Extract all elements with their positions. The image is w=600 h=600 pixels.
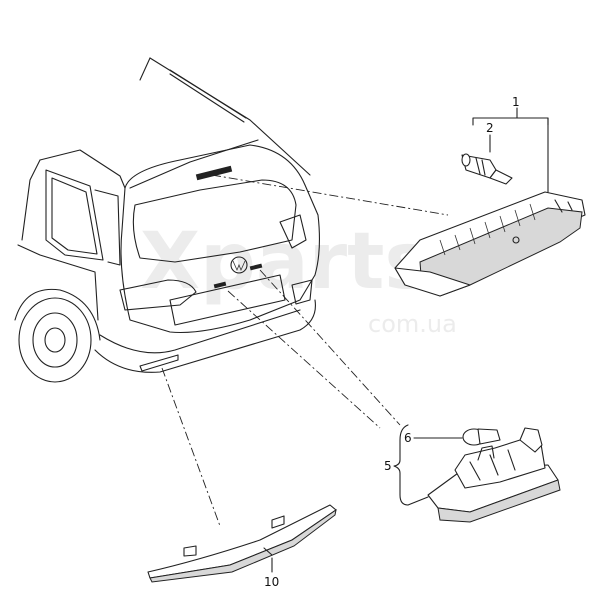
- callout-5-label: 5: [384, 459, 392, 473]
- watermark-brand: Xparts: [140, 217, 431, 307]
- watermark-domain: com.ua: [368, 310, 457, 338]
- brake-light-housing-icon: [394, 191, 586, 297]
- wedge-bulb-icon: [462, 428, 501, 446]
- callout-2-label: 2: [486, 121, 494, 135]
- license-plate-lamp-icon: [427, 427, 561, 523]
- callout-1-bracket: [472, 107, 549, 193]
- callout-6-label: 6: [404, 431, 412, 445]
- bulb-icon: [461, 153, 513, 185]
- vw-van-rear-icon: [14, 57, 321, 383]
- leader-lines: [161, 174, 449, 527]
- callout-5-bracket: [393, 424, 463, 506]
- callout-1-label: 1: [512, 95, 520, 109]
- watermark: Xparts com.ua: [140, 217, 457, 338]
- callout-10-label: 10: [264, 575, 279, 589]
- rear-reflector-icon: [147, 504, 337, 583]
